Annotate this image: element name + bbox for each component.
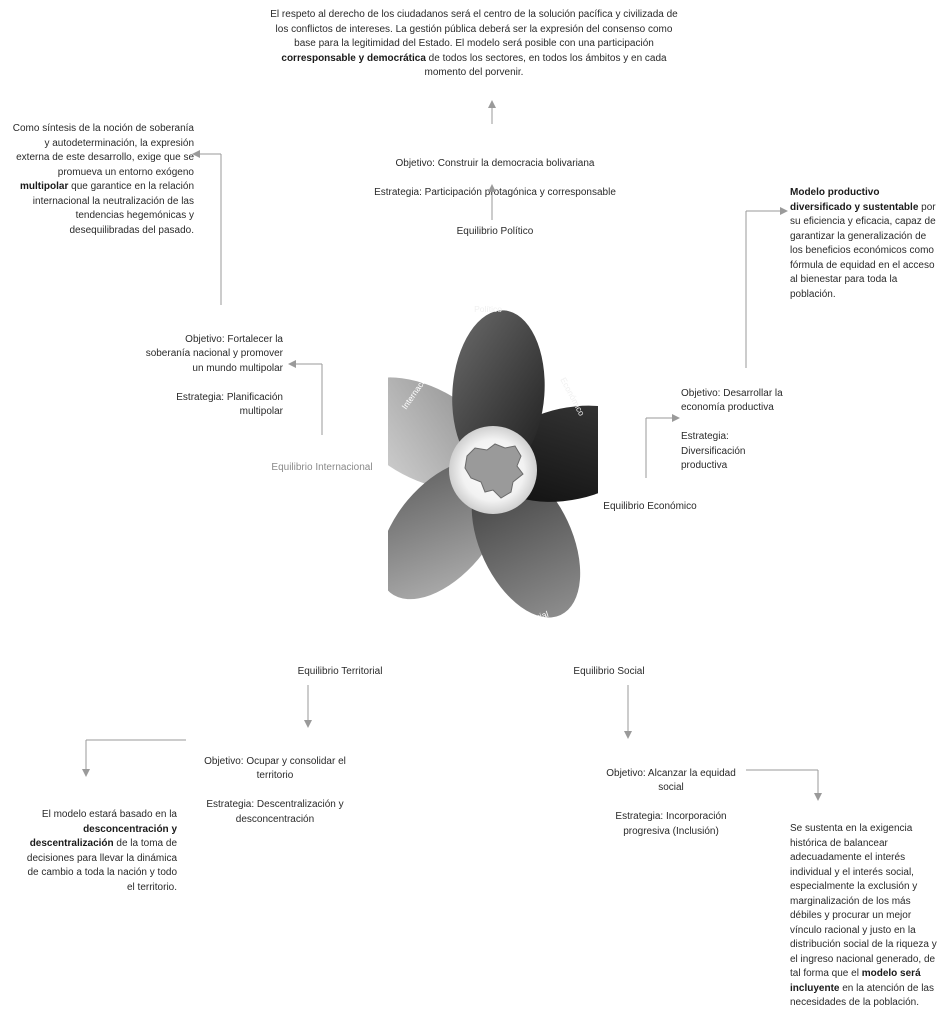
politico-label: Equilibrio Político [456,226,534,237]
five-petal-flower: Político Económico Internacional Territo… [388,304,598,625]
politico-description: El respeto al derecho de los ciudadanos … [270,9,678,78]
petal-label-politico: Político [474,304,502,314]
economico-objective: Objetivo: Desarrollar la economía produc… [681,387,783,414]
internacional-strategy: Estrategia: Planificación multipolar [176,391,283,418]
petal-label-territorial: Territorial [423,602,459,624]
territorial-strategy: Estrategia: Descentralización y desconce… [206,799,344,825]
politico-objective: Objetivo: Construir la democracia boliva… [395,157,595,169]
territorial-objective-strategy: Objetivo: Ocupar y consolidar el territo… [186,740,364,842]
connector-territorial [82,685,312,777]
economico-strategy: Estrategia: Diversificación productiva [681,431,746,471]
social-description: Se sustenta en la exigencia histórica de… [790,823,937,1008]
social-objective: Objetivo: Alcanzar la equidad social [606,767,736,794]
internacional-objective-strategy: Objetivo: Fortalecer la soberanía nacion… [145,318,283,434]
economico-objective-strategy: Objetivo: Desarrollar la economía produc… [681,372,791,488]
connector-politico [488,100,496,220]
internacional-label: Equilibrio Internacional [271,462,373,473]
venezuela-map-icon [464,443,524,499]
territorial-description: El modelo estará basado en la desconcent… [26,809,177,893]
politico-objective-strategy: Objetivo: Construir la democracia boliva… [350,142,640,215]
connector-social [624,685,822,801]
connector-economico [645,207,788,478]
politico-strategy: Estrategia: Participación protagónica y … [374,186,616,198]
territorial-label: Equilibrio Territorial [297,666,383,677]
territorial-objective: Objetivo: Ocupar y consolidar el territo… [204,755,346,782]
connector-internacional [192,150,323,435]
social-objective-strategy: Objetivo: Alcanzar la equidad social Est… [596,752,746,854]
internacional-description: Como síntesis de la noción de soberanía … [12,123,194,236]
economico-label: Equilibrio Económico [603,501,697,512]
internacional-objective: Objetivo: Fortalecer la soberanía nacion… [145,333,283,374]
social-strategy: Estrategia: Incorporación progresiva (In… [615,811,727,837]
economico-description: Modelo productivo diversificado y susten… [790,187,936,300]
social-label: Equilibrio Social [573,666,645,677]
